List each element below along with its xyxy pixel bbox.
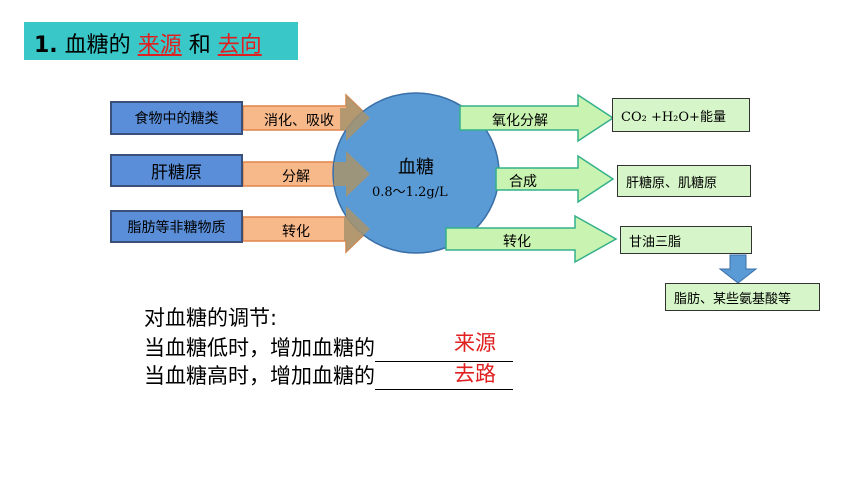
title-number: 1. [34, 33, 58, 58]
source-arrow-2-tip-overlap [334, 151, 370, 197]
regulation-line-2: 当血糖高时，增加血糖的 [144, 362, 513, 390]
answer-1: 来源 [454, 331, 496, 355]
source-arrow-1-tip-overlap [340, 95, 370, 141]
down-arrow [718, 254, 758, 284]
source-box-liver-glycogen: 肝糖原 [110, 154, 243, 187]
title-bar [24, 22, 298, 60]
title-source: 来源 [137, 33, 182, 58]
source-arrow-3-tip-overlap [344, 206, 370, 252]
fate-arrow-label-3: 转化 [503, 234, 531, 250]
regulation-line-1: 当血糖低时，增加血糖的 [144, 334, 513, 362]
source-arrow-label-1: 消化、吸收 [264, 113, 334, 129]
title-pre: 血糖的 [64, 33, 131, 58]
answer-2: 去路 [454, 362, 496, 386]
source-box-non-sugar: 脂肪等非糖物质 [110, 210, 243, 243]
fate-box-triglyceride: 甘油三脂 [620, 226, 752, 254]
fate-arrow-2 [495, 154, 615, 204]
answer-blank-1 [375, 339, 513, 362]
fate-arrow-label-2: 合成 [509, 174, 537, 190]
regulation-line-2-text: 当血糖高时，增加血糖的 [144, 364, 375, 388]
page-title: 1. 血糖的 来源 和 去向 [34, 27, 262, 59]
source-box-food-sugar: 食物中的糖类 [110, 101, 243, 135]
fate-arrow-label-1: 氧化分解 [492, 113, 548, 129]
source-arrow-label-3: 转化 [282, 224, 310, 240]
center-range: 0.8～1.2g/L [372, 185, 448, 200]
center-label: 血糖 [398, 157, 434, 178]
regulation-heading: 对血糖的调节: [144, 306, 278, 330]
further-box-fat-amino: 脂肪、某些氨基酸等 [665, 283, 820, 311]
fate-box-glycogen: 肝糖原、肌糖原 [617, 165, 751, 197]
source-arrow-label-2: 分解 [282, 169, 310, 185]
fate-arrow-3 [445, 214, 618, 264]
answer-blank-2 [375, 367, 513, 390]
title-mid: 和 [188, 33, 211, 58]
fate-arrow-1 [459, 93, 615, 143]
fate-box-oxidation: CO₂ +H₂O+能量 [612, 98, 750, 132]
title-fate: 去向 [217, 33, 262, 58]
regulation-line-1-text: 当血糖低时，增加血糖的 [144, 336, 375, 360]
